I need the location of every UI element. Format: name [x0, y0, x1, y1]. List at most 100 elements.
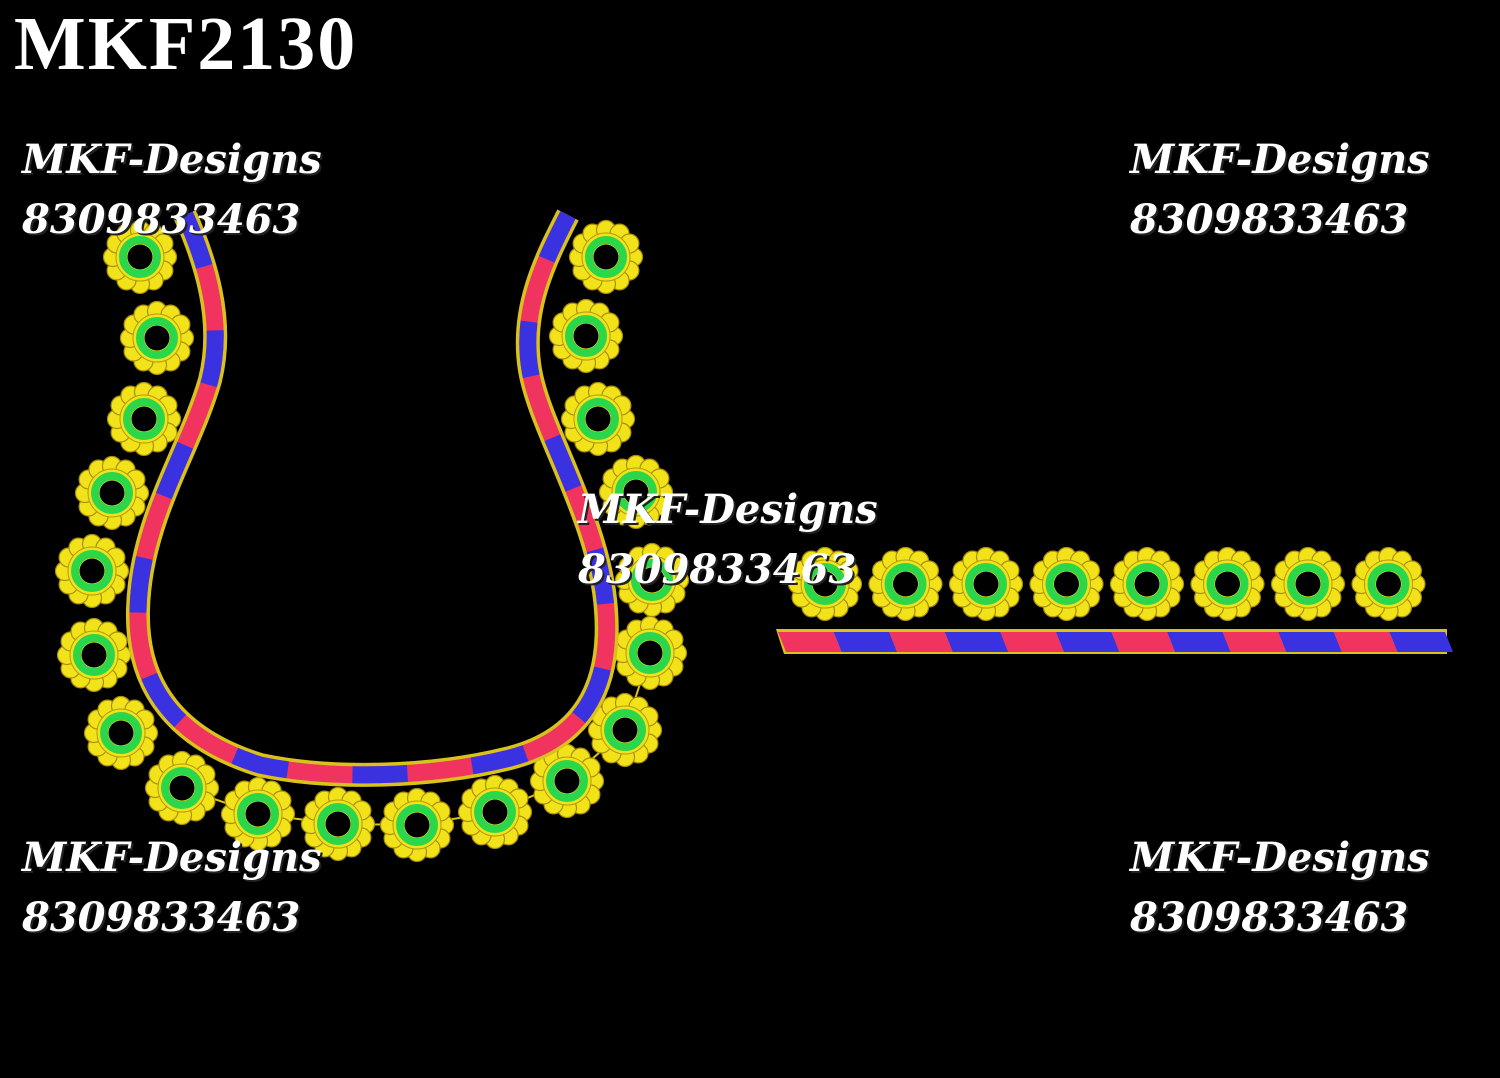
flower-motif: [102, 219, 178, 295]
green-ring: [615, 471, 657, 513]
green-ring: [1367, 563, 1410, 605]
green-ring: [123, 398, 165, 440]
neckline-flower-group: [54, 219, 690, 863]
green-ring: [629, 632, 671, 674]
flower-motif: [529, 743, 605, 819]
stripe-segment: [1333, 632, 1398, 652]
stripe-segment: [1278, 632, 1342, 652]
watermark-phone: 8309833463: [22, 894, 301, 941]
flower-center: [108, 720, 134, 746]
flower-motif: [74, 455, 150, 531]
green-ring: [73, 634, 115, 676]
flower-center: [1134, 571, 1160, 597]
green-ring: [565, 315, 607, 357]
green-ring: [1126, 563, 1168, 605]
flower-motif: [787, 546, 863, 622]
watermark-bottom-right: MKF-Designs 8309833463: [1130, 828, 1430, 948]
flower-motif: [56, 617, 132, 693]
watermark-phone: 8309833463: [1130, 196, 1409, 243]
flower-center: [1295, 571, 1321, 597]
green-ring: [804, 563, 846, 605]
flower-motif: [144, 750, 220, 826]
stripe-segment: [1389, 632, 1453, 652]
flower-center: [169, 775, 195, 801]
flower-motif: [300, 786, 376, 862]
flower-motif: [568, 219, 644, 295]
green-ring: [577, 398, 619, 440]
green-ring: [965, 563, 1007, 605]
flower-center: [482, 799, 508, 825]
flower-motif: [379, 787, 455, 863]
flower-center: [325, 811, 351, 837]
border-stripe: [776, 629, 1453, 654]
green-ring: [1045, 563, 1088, 605]
flower-center: [812, 571, 838, 597]
green-ring: [585, 236, 627, 278]
watermark-phone: 8309833463: [578, 546, 857, 593]
watermark-top-right: MKF-Designs 8309833463: [1130, 130, 1430, 250]
flower-motif: [457, 774, 533, 850]
flower-center: [1376, 571, 1401, 597]
watermark-brand: MKF-Designs: [22, 136, 322, 183]
stripe-segment: [1055, 632, 1120, 652]
stripe-segment: [1000, 632, 1064, 652]
flower-center: [81, 642, 107, 668]
stripe-segment: [1111, 632, 1176, 652]
watermark-bottom-left: MKF-Designs 8309833463: [22, 828, 322, 948]
flower-motif: [614, 542, 690, 618]
flower-center: [1215, 571, 1240, 597]
flower-motif: [106, 381, 182, 457]
flower-center: [554, 768, 580, 794]
flower-center: [404, 812, 430, 838]
green-ring: [317, 803, 359, 845]
watermark-brand: MKF-Designs: [1130, 136, 1430, 183]
watermark-brand: MKF-Designs: [578, 486, 878, 533]
watermark-brand: MKF-Designs: [22, 834, 322, 881]
green-ring: [604, 709, 646, 751]
flower-motif: [119, 300, 195, 376]
stripe-segment: [1222, 632, 1287, 652]
flower-motif: [1351, 546, 1426, 622]
flower-motif: [560, 381, 636, 457]
watermark-phone: 8309833463: [1130, 894, 1409, 941]
flower-center: [573, 323, 599, 349]
watermark-brand: MKF-Designs: [1130, 834, 1430, 881]
stripe-segment: [778, 632, 842, 652]
flower-center: [585, 406, 611, 432]
green-ring: [237, 793, 279, 835]
neckline-piping: [125, 209, 619, 787]
green-ring: [1206, 563, 1249, 605]
flower-center: [639, 567, 665, 593]
stripe-segment: [944, 632, 1009, 652]
flower-motif: [1190, 546, 1265, 622]
green-ring: [884, 563, 927, 605]
flower-motif: [1270, 546, 1346, 622]
flower-center: [245, 801, 271, 827]
stripe-segment: [833, 632, 898, 652]
watermark-top-left: MKF-Designs 8309833463: [22, 130, 322, 250]
flower-center: [127, 244, 153, 270]
watermark-center: MKF-Designs 8309833463: [578, 480, 878, 600]
flower-motif: [1029, 546, 1104, 622]
green-ring: [1287, 563, 1329, 605]
piping-blue: [129, 211, 616, 784]
flower-motif: [587, 692, 663, 768]
flower-center: [893, 571, 918, 597]
green-ring: [100, 712, 142, 754]
green-ring: [631, 559, 673, 601]
flower-center: [612, 717, 638, 743]
green-ring: [474, 791, 516, 833]
flower-motif: [54, 533, 130, 609]
flower-center: [1054, 571, 1079, 597]
watermark-phone: 8309833463: [22, 196, 301, 243]
flower-center: [973, 571, 999, 597]
flower-motif: [948, 546, 1024, 622]
flower-center: [131, 406, 157, 432]
flower-center: [637, 640, 663, 666]
stripe-segment: [1167, 632, 1231, 652]
stripe-segment: [889, 632, 953, 652]
green-ring: [161, 767, 203, 809]
green-ring: [91, 472, 133, 514]
flower-motif: [83, 695, 159, 771]
